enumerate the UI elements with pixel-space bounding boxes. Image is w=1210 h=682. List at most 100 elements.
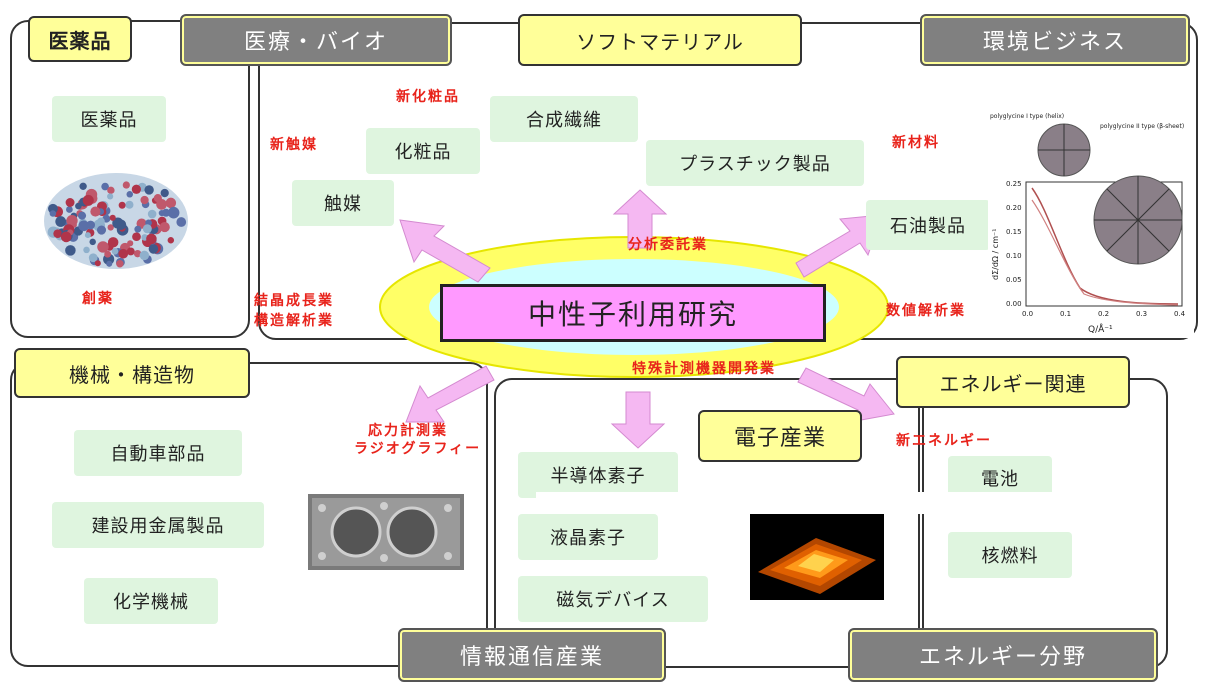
protein-atom (165, 197, 177, 209)
product-cosmetics: 化粧品 (366, 128, 480, 174)
sector-info-comm: 情報通信産業 (398, 628, 666, 682)
chart-x-tick: 0.4 (1174, 310, 1186, 318)
product-construction-metal-label: 建設用金属製品 (91, 516, 225, 537)
protein-atom (115, 219, 127, 230)
protein-atom (134, 225, 142, 233)
sector-soft-material-label: ソフトマテリアル (576, 29, 744, 54)
chart-xlabel: Q/Å⁻¹ (1088, 323, 1113, 335)
product-nuclear-fuel: 核燃料 (948, 532, 1072, 578)
chart-legend-a: polyglycine I type (helix) (990, 113, 1064, 120)
protein-atom (126, 191, 134, 198)
protein-atom (107, 193, 114, 200)
product-construction-metal: 建設用金属製品 (52, 502, 264, 548)
sector-environment: 環境ビジネス (920, 14, 1190, 66)
product-synthetic-fiber: 合成繊維 (490, 96, 638, 142)
protein-atom (79, 182, 87, 191)
protein-atom (104, 250, 112, 258)
protein-atom (132, 232, 141, 242)
protein-atom (66, 206, 73, 213)
center-title: 中性子利用研究 (527, 298, 738, 331)
product-catalyst-label: 触媒 (324, 194, 362, 215)
product-plastics: プラスチック製品 (646, 140, 864, 186)
protein-atom (118, 248, 129, 259)
protein-molecule-image (44, 173, 188, 269)
sector-machinery: 機械・構造物 (14, 348, 250, 398)
protein-atom (122, 181, 130, 189)
chart-x-tick: 0.1 (1060, 310, 1071, 318)
protein-atom (107, 186, 115, 195)
product-nuclear-fuel-label: 核燃料 (981, 546, 1039, 567)
protein-atom (147, 209, 157, 219)
product-auto-parts-label: 自動車部品 (110, 444, 206, 465)
sector-energy-related-label: エネルギー関連 (939, 371, 1087, 396)
protein-atom (65, 245, 76, 256)
product-magnetic: 磁気デバイス (518, 576, 708, 622)
arrow-down-left (405, 365, 495, 423)
label-drug-discovery: 創薬 (82, 291, 114, 307)
protein-atom (139, 250, 150, 261)
center-title-box: 中性子利用研究 (440, 284, 826, 342)
protein-atom (84, 232, 91, 239)
label-new-cosmetics: 新化粧品 (396, 89, 460, 105)
product-auto-parts: 自動車部品 (74, 430, 242, 476)
protein-atom (146, 233, 157, 245)
product-battery-label: 電池 (981, 469, 1019, 490)
protein-atom (167, 206, 180, 219)
protein-atom (66, 214, 78, 227)
label-special-instrument: 特殊計測機器開発業 (632, 361, 776, 377)
white-strip (536, 492, 1164, 514)
sector-environment-label: 環境ビジネス (982, 30, 1127, 55)
protein-atom (109, 214, 116, 221)
protein-atom (94, 260, 101, 267)
label-analysis-contract: 分析委託業 (628, 237, 708, 253)
protein-atom (106, 260, 113, 267)
chart-y-tick: 0.00 (1006, 300, 1022, 308)
protein-atom (133, 249, 142, 258)
product-synthetic-fiber-label: 合成繊維 (526, 110, 602, 131)
protein-atom (65, 198, 75, 207)
chart-x-tick: 0.3 (1136, 310, 1147, 318)
product-cosmetics-label: 化粧品 (394, 142, 452, 163)
protein-atom (144, 185, 154, 195)
protein-atom (159, 221, 170, 233)
protein-atom (118, 201, 126, 209)
label-numerical-analysis: 数値解析業 (886, 303, 966, 319)
chart-ylabel: dΣ/dΩ / cm⁻¹ (991, 229, 1000, 280)
protein-atom (48, 203, 58, 214)
protein-atom (142, 224, 152, 234)
protein-atom (78, 211, 87, 220)
protein-atom (140, 195, 149, 205)
label-crystal-growth: 結晶成長業 (254, 293, 334, 309)
protein-atom (160, 188, 169, 198)
protein-atom (78, 220, 90, 232)
chart-legend-b: polyglycine II type (β-sheet) (1100, 123, 1184, 130)
protein-atom (127, 240, 134, 247)
protein-atom (53, 229, 62, 238)
product-magnetic-label: 磁気デバイス (556, 590, 670, 611)
protein-atom (101, 182, 109, 191)
protein-atom (83, 246, 90, 254)
chart-y-tick: 0.25 (1006, 180, 1022, 188)
arrow-up-left (399, 219, 491, 283)
label-new-energy: 新エネルギー (896, 433, 992, 449)
sector-pharma: 医薬品 (28, 16, 132, 62)
chart-x-tick: 0.2 (1098, 310, 1109, 318)
surface-plot-image (750, 514, 884, 600)
sector-machinery-label: 機械・構造物 (69, 362, 195, 387)
product-catalyst: 触媒 (292, 180, 394, 226)
protein-atom (88, 253, 98, 263)
protein-atom (116, 260, 124, 268)
product-pharma: 医薬品 (52, 96, 166, 142)
product-lcd-label: 液晶素子 (550, 528, 626, 549)
sector-energy-related: エネルギー関連 (896, 356, 1130, 408)
label-radiography: ラジオグラフィー (354, 441, 482, 457)
product-semiconductor-label: 半導体素子 (550, 466, 646, 487)
protein-atom (131, 184, 142, 194)
protein-atom (167, 236, 175, 244)
product-petroleum-label: 石油製品 (890, 216, 966, 237)
engine-block-image (308, 494, 464, 570)
label-stress-measure: 応力計測業 (368, 423, 448, 439)
protein-atom (153, 194, 162, 203)
